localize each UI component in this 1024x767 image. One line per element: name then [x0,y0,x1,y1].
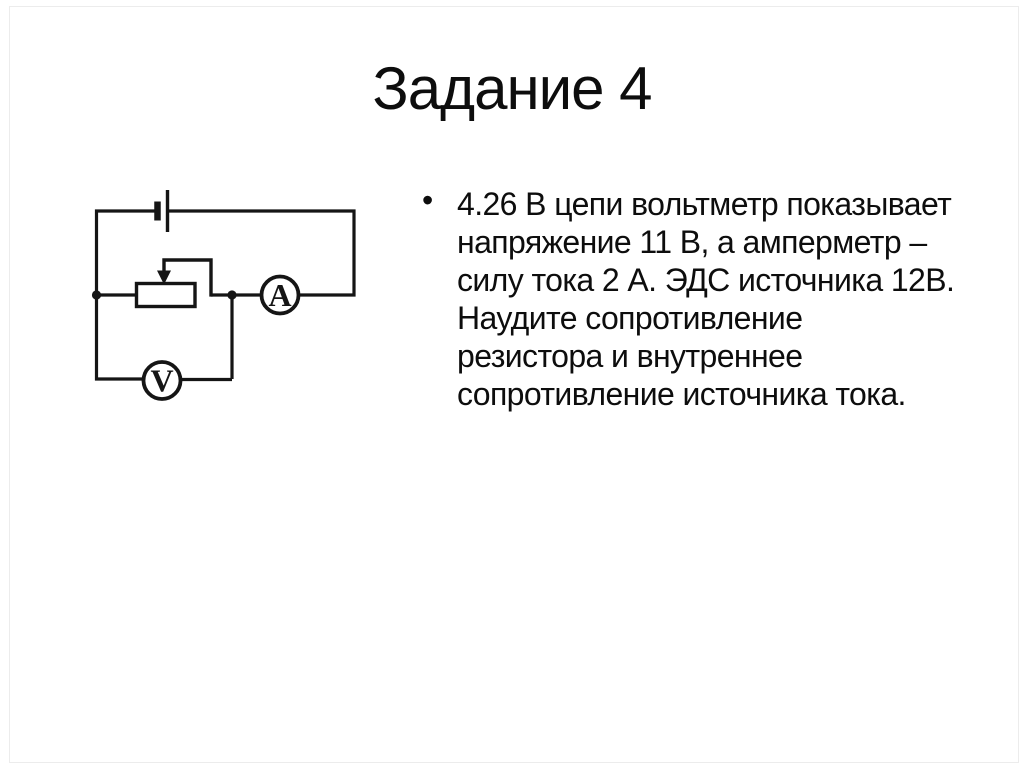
wire-right-loop [167,209,356,297]
problem-text-line: 4.26 В цепи вольтметр показывает [457,186,952,222]
problem-text-line: Наудите сопротивление [457,300,803,336]
problem-text-line: напряжение 11 В, а амперметр – [457,224,927,260]
ammeter-label: A [268,277,291,313]
slide-title: Задание 4 [372,55,652,122]
junction-dot-middle [227,290,237,300]
rheostat-body [134,281,197,309]
bullet-marker: • [422,182,434,218]
rheostat-slider-wire [162,258,213,297]
junction-dot-left [91,290,102,300]
voltmeter-circle [141,360,183,401]
voltmeter-label: V [150,362,173,398]
problem-text-line: силу тока 2 А. ЭДС источника 12В. [457,262,955,298]
problem-text-line: сопротивление источника тока. [457,376,906,412]
ammeter-circle [259,274,301,316]
problem-text: 4.26 В цепи вольтметр показывает напряже… [457,185,1002,413]
rheostat-arrow-head [157,270,171,285]
problem-text-line: резистора и внутреннее [457,338,803,374]
